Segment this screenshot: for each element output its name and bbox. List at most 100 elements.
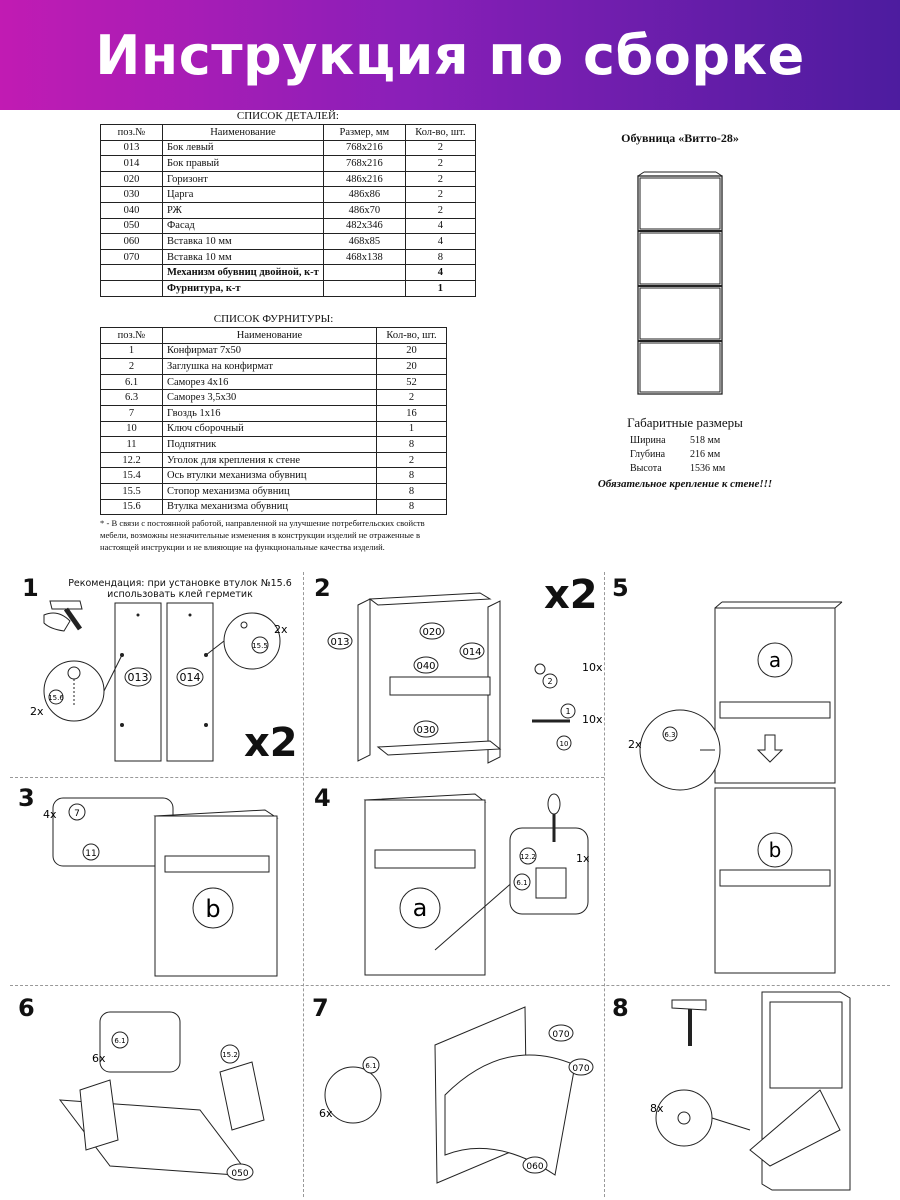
step-3-number: 3 xyxy=(18,784,35,812)
cell-name: Саморез 4x16 xyxy=(162,373,377,391)
step-7-drawing: 6.1 6x 070 070 060 xyxy=(319,1006,594,1184)
cell-qty: 52 xyxy=(376,373,447,391)
hammer-icon xyxy=(43,600,83,632)
cell-pos: 040 xyxy=(100,201,163,219)
cell-pos: 11 xyxy=(100,436,163,453)
col-name: Наименование xyxy=(162,327,377,344)
cell-pos: 12.2 xyxy=(100,451,163,469)
footnote: * - В связи с постоянной работой, направ… xyxy=(100,518,425,552)
step-8-drawing: 8x xyxy=(650,991,851,1191)
label-030: 030 xyxy=(416,725,435,736)
cell-pos: 030 xyxy=(100,186,163,203)
cell-pos: 060 xyxy=(100,233,163,250)
cell-pos: 014 xyxy=(100,155,163,172)
cell-name: Уголок для крепления к стене xyxy=(162,451,377,469)
dim-label: Глубина xyxy=(630,449,666,460)
parts-table-block: СПИСОК ДЕТАЛЕЙ: поз.№ Наименование Разме… xyxy=(100,110,476,297)
cell-qty: 2 xyxy=(404,170,476,188)
cell-qty: 2 xyxy=(404,186,476,203)
label-020: 020 xyxy=(422,627,441,638)
cell-size: 468x138 xyxy=(322,248,406,266)
qty-6x: 6x xyxy=(92,1052,106,1065)
product-title: Обувница «Витто-28» xyxy=(621,131,739,145)
cell-pos: 020 xyxy=(100,170,163,188)
cell-qty: 2 xyxy=(404,201,476,219)
label-013: 013 xyxy=(330,637,349,648)
label-040: 040 xyxy=(416,661,435,672)
cell-name: Стопор механизма обувниц xyxy=(162,482,377,500)
cell-qty: 1 xyxy=(376,420,447,438)
cell-name: Гвоздь 1x16 xyxy=(162,404,377,422)
arrow-down-icon xyxy=(756,734,784,763)
cell-name: Конфирмат 7x50 xyxy=(162,342,377,360)
cell-qty: 8 xyxy=(376,467,447,484)
qty-2x: 2x xyxy=(30,705,44,718)
dimensions-title: Габаритные размеры xyxy=(627,415,743,430)
fittings-caption: СПИСОК ФУРНИТУРЫ: xyxy=(213,313,334,325)
cell-pos: 7 xyxy=(100,404,163,422)
dim-value: 1536 мм xyxy=(690,463,726,474)
dim-value: 216 мм xyxy=(690,449,721,460)
step-4-number: 4 xyxy=(314,784,331,812)
cell-size: 486x70 xyxy=(322,201,406,219)
label-014: 014 xyxy=(180,671,201,684)
cell-qty: 8 xyxy=(404,248,476,266)
col-qty: Кол-во, шт. xyxy=(376,327,447,344)
cell-qty: 20 xyxy=(376,342,447,360)
cell-qty: 2 xyxy=(404,139,476,157)
cell-name: Царга xyxy=(162,186,324,203)
cell-name: Ключ сборочный xyxy=(162,420,377,438)
label-15-6: 15.6 xyxy=(48,694,64,702)
qty-8x: 8x xyxy=(650,1102,664,1115)
cell-qty: 16 xyxy=(376,404,447,422)
cell-qty: 1 xyxy=(404,279,476,297)
dim-label: Ширина xyxy=(630,435,666,446)
fittings-table-block: СПИСОК ФУРНИТУРЫ: поз.№ Наименование Кол… xyxy=(100,313,447,516)
dimensions-block: Габаритные размеры Ширина 518 мм Глубина 2… xyxy=(570,415,800,490)
dim-value: 518 мм xyxy=(690,435,721,446)
wall-mount-warning: Обязательное крепление к стене!!! xyxy=(597,478,773,490)
cabinet-overview-drawing xyxy=(637,171,723,395)
cell-name: Горизонт xyxy=(162,170,324,188)
step-7-number: 7 xyxy=(312,994,329,1022)
cell-name: Вставка 10 мм xyxy=(162,233,324,250)
step-5-number: 5 xyxy=(612,574,629,602)
step-1-number: 1 xyxy=(22,574,39,602)
cell-size xyxy=(322,264,406,281)
label-070: 070 xyxy=(572,1064,589,1074)
label-15-2: 15.2 xyxy=(222,1051,238,1059)
cell-name: Подпятник xyxy=(162,436,377,453)
cell-qty: 20 xyxy=(376,358,447,375)
step-4-drawing: a 12.2 6.1 1x xyxy=(363,793,590,976)
cell-pos: 15.5 xyxy=(100,482,163,500)
cell-qty: 4 xyxy=(404,264,476,281)
step-2-drawing: 013 020 040 014 030 2 10x 1 10 10x xyxy=(327,592,602,764)
label-014: 014 xyxy=(462,647,481,658)
cell-pos: 013 xyxy=(100,139,163,157)
qty-6x: 6x xyxy=(319,1107,333,1120)
cell-qty: 8 xyxy=(376,482,447,500)
cell-pos: 6.1 xyxy=(100,373,163,391)
page-title: Инструкция по сборке xyxy=(95,23,805,87)
qty-10x: 10x xyxy=(582,713,602,726)
col-qty: Кол-во, шт. xyxy=(404,124,476,141)
qty-2x: 2x xyxy=(274,623,288,636)
label-2: 2 xyxy=(547,677,552,686)
cell-name: Фурнитура, к-т xyxy=(162,279,324,297)
cell-size: 482x346 xyxy=(322,217,406,235)
table-row: Фурнитура, к-т 1 xyxy=(100,279,476,297)
cell-pos: 6.3 xyxy=(100,389,163,406)
cell-name: Вставка 10 мм xyxy=(162,248,324,266)
cell-qty: 8 xyxy=(376,436,447,453)
step-1-multiplier: x2 xyxy=(244,720,298,766)
cell-size: 468x85 xyxy=(322,233,406,250)
